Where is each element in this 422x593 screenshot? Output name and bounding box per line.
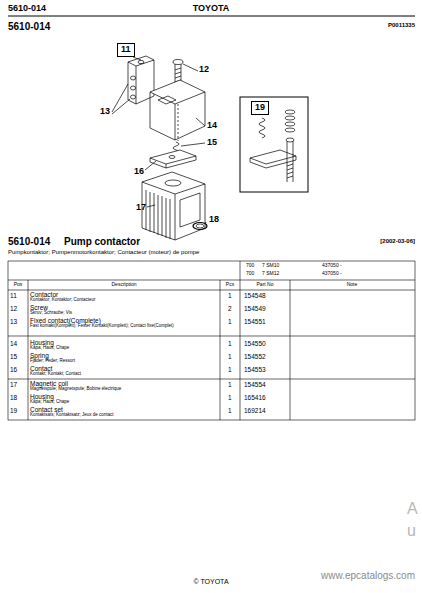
table-header: Description [111,282,136,288]
position-cell: 19 [10,407,17,414]
revision-date: [2002-03-06] [380,238,415,245]
translation-cell: Kåpa; Haus; Chape [30,346,69,351]
section-code: 5610-014 [8,236,50,247]
page-code: 5610-014 [8,4,46,14]
quantity-cell: 1 [228,394,232,401]
part-number-cell: 154553 [244,366,266,373]
position-cell: 13 [10,318,17,325]
part-number-cell: 154551 [244,318,266,325]
quantity-cell: 2 [228,305,232,312]
section-title: Pump contactor [64,236,140,247]
part-number-cell: 154549 [244,305,266,312]
translation-cell: Skruv; Schraube; Vis [30,311,72,316]
part-number-cell: 154548 [244,292,266,299]
position-cell: 11 [10,292,17,299]
watermark: A [407,500,418,518]
position-cell: 14 [10,340,17,347]
position-cell: 16 [10,366,17,373]
translation-cell: Fast kontakt(Komplett); Fester Kontakt(K… [30,324,174,329]
callout-number: 17 [136,203,146,213]
illustration-id: P0011335 [388,22,415,29]
part-number-cell: 165416 [244,394,266,401]
translation-cell: Magnetspole; Magnetspule; Bobine électri… [30,387,121,392]
position-cell: 18 [10,394,17,401]
callout-number: 11 [118,44,134,56]
section-code: 5610-014 [8,21,50,32]
model-cell: 7 SM10 [262,263,279,269]
translation-cell: Kontaktor; Kontaktor; Contacteur [30,298,96,303]
serial-cell: 437050 - [322,263,342,269]
part-number-cell: 154554 [244,381,266,388]
callout-number: 16 [134,167,144,177]
serial-cell: 437050 - [322,271,342,277]
contactor-illustration [128,56,207,240]
callout-number: 15 [207,138,217,148]
translation-cell: Kåpa; Haus; Chape [30,400,69,405]
leader-lines [112,57,206,224]
quantity-cell: 1 [228,366,232,373]
model-cell: 700 [246,271,254,277]
quantity-cell: 1 [228,292,232,299]
section-translation: Pumpkontaktor; Pumpenmotorkontaktor; Con… [8,249,199,256]
brand-header: TOYOTA [193,4,230,14]
callout-box: 19 [251,101,269,115]
copyright-footer: © TOYOTA [193,578,228,586]
callout-number: 19 [252,102,268,114]
quantity-cell: 1 [228,340,232,347]
table-header: Pcs [226,282,234,288]
parts-table-grid [8,261,415,420]
quantity-cell: 1 [228,381,232,388]
position-cell: 12 [10,305,17,312]
watermark: u [407,522,416,540]
position-cell: 15 [10,353,17,360]
callout-number: 13 [100,107,110,117]
watermark: www.epcatalogs.com [321,570,415,581]
callout-number: 12 [199,65,209,75]
callout-box: 11 [117,43,135,57]
translation-cell: Kontakt; Kontakt; Contact [30,372,81,377]
translation-cell: Kontaktsats; Kontaktsatz; Jeux de contac… [30,413,114,418]
position-cell: 17 [10,381,17,388]
table-header: Part No [257,282,274,288]
part-number-cell: 154550 [244,340,266,347]
part-number-cell: 169214 [244,407,266,414]
callout-number: 14 [207,121,217,131]
quantity-cell: 1 [228,318,232,325]
translation-cell: Fjäder; Feder; Ressort [30,359,75,364]
part-number-cell: 154552 [244,353,266,360]
quantity-cell: 1 [228,407,232,414]
quantity-cell: 1 [228,353,232,360]
callout-number: 18 [209,215,219,225]
table-header: Note [347,282,358,288]
header-rule [8,16,415,17]
contact-set-inset [240,97,308,192]
table-header: Pos [14,282,23,288]
model-cell: 700 [246,263,254,269]
model-cell: 7 SM12 [262,271,279,277]
